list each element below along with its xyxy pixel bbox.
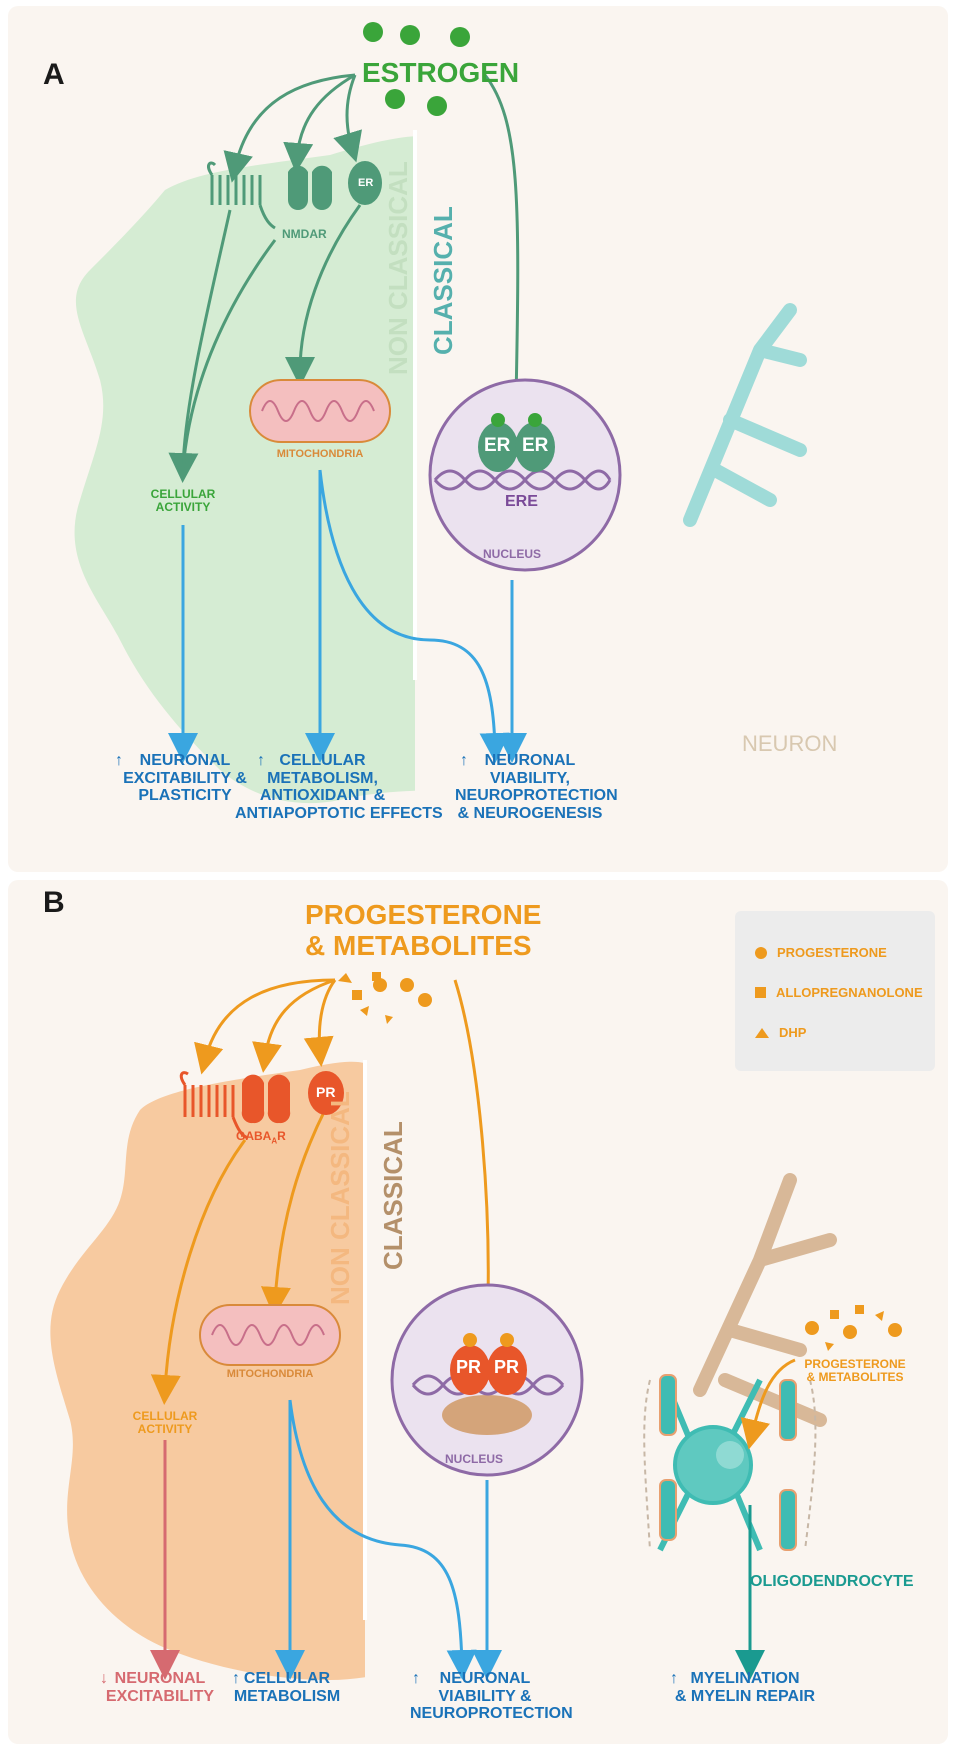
pr-receptor-membrane <box>308 1071 344 1115</box>
square-icon <box>755 987 766 998</box>
progesterone-arrows <box>150 978 504 1405</box>
neuron-cell-a <box>74 130 820 803</box>
progesterone-molecules <box>338 972 432 1024</box>
outcome-arrows-a <box>168 469 527 763</box>
mitochondria-a <box>249 379 391 443</box>
outcome-arrows-b <box>150 1358 796 1680</box>
nmdar-receptor <box>288 165 332 210</box>
circle-icon <box>755 946 767 959</box>
outcome-b-4: ↑ MYELINATION& MYELIN REPAIR <box>670 1670 816 1705</box>
mitochondria-label-a: MITOCHONDRIA <box>276 448 364 460</box>
gpcr-receptor-b <box>179 1071 249 1140</box>
oligo-progesterone-molecules <box>805 1305 902 1351</box>
pr-dimer-right: PR <box>494 1357 520 1377</box>
ere-label: ERE <box>505 493 538 510</box>
mitochondria-label-b: MITOCHONDRIA <box>226 1368 314 1380</box>
mitochondria-b <box>199 1304 341 1366</box>
estrogen-title: ESTROGEN <box>362 57 520 88</box>
nucleus-label-a: NUCLEUS <box>483 547 542 561</box>
pr-dimer-left: PR <box>456 1357 482 1377</box>
er-dimer-left: ER <box>484 435 511 456</box>
nucleus-b <box>390 1283 584 1477</box>
classical-label-b: CLASSICAL <box>378 1121 408 1270</box>
estrogen-molecules <box>363 22 470 116</box>
legend-box: PROGESTERONE ALLOPREGNANOLONE DHP <box>735 911 935 1071</box>
panel-a-letter: A <box>43 58 65 91</box>
nucleus-label-b: NUCLEUS <box>445 1452 504 1466</box>
nmdar-label: NMDAR <box>282 227 327 241</box>
neuron-label: NEURON <box>742 731 838 756</box>
oligodendrocyte-label: OLIGODENDROCYTE <box>750 1573 914 1590</box>
gabaa-label: GABAAR <box>236 1129 286 1146</box>
legend-item-progesterone: PROGESTERONE <box>755 945 887 960</box>
panel-b-letter: B <box>43 886 65 919</box>
oligodendrocyte <box>643 1374 817 1552</box>
er-dimer-right: ER <box>522 435 549 456</box>
pr-membrane-label: PR <box>316 1084 336 1100</box>
estrogen-arrows <box>168 73 532 483</box>
er-membrane-label: ER <box>358 177 374 189</box>
progesterone-title: PROGESTERONE& METABOLITES <box>305 899 542 961</box>
non-classical-label-a: NON CLASSICAL <box>383 161 413 375</box>
gabaa-receptor <box>241 1074 291 1124</box>
legend-item-dhp: DHP <box>755 1025 806 1040</box>
er-receptor-membrane <box>348 161 382 205</box>
oligo-progesterone-label: PROGESTERONE& METABOLITES <box>804 1357 906 1385</box>
gpcr-receptor-a <box>207 161 276 230</box>
legend-item-allopregnanolone: ALLOPREGNANOLONE <box>755 985 923 1000</box>
non-classical-label-b: NON CLASSICAL <box>325 1091 355 1305</box>
classical-label-a: CLASSICAL <box>428 206 458 355</box>
triangle-icon <box>755 1027 769 1038</box>
nucleus-a <box>428 378 622 572</box>
